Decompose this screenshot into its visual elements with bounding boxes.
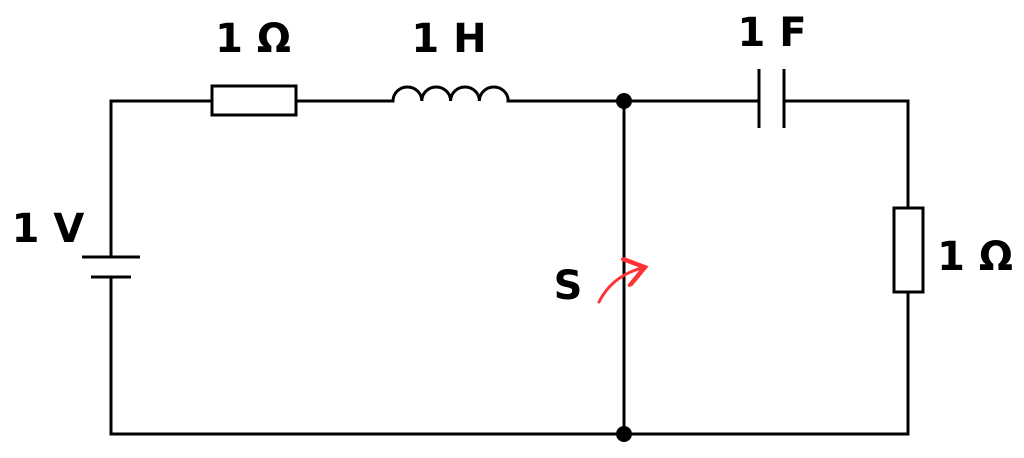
resistor-top	[210, 84, 298, 117]
label-source: 1 V	[12, 206, 85, 252]
voltage-source	[82, 255, 140, 279]
resistor-right	[892, 206, 925, 294]
switch-arrow-icon	[597, 268, 642, 304]
capacitor	[757, 69, 786, 128]
inductor-coil	[391, 85, 510, 103]
wires	[109, 99, 910, 436]
label-resistor-top: 1 Ω	[215, 16, 291, 62]
label-resistor-right: 1 Ω	[937, 234, 1013, 280]
label-switch: S	[554, 263, 583, 309]
junction-node-top	[616, 93, 632, 109]
junction-node-bottom	[616, 426, 632, 442]
label-capacitor: 1 F	[737, 10, 806, 56]
label-inductor: 1 H	[411, 16, 486, 62]
